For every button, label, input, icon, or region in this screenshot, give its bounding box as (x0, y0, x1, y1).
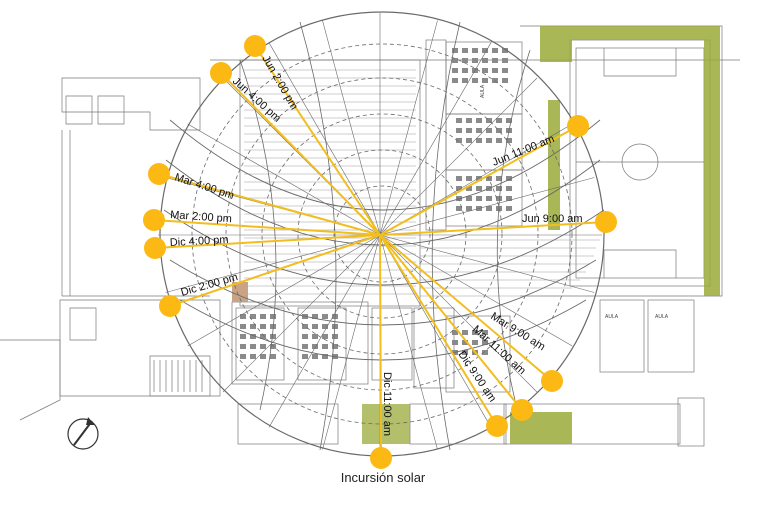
desk-grid (240, 48, 512, 359)
sun-path-chart (158, 11, 605, 457)
sun-dic-11am-icon (370, 447, 392, 469)
sun-mar-11am-icon (511, 399, 533, 421)
room-label: AULA (480, 84, 486, 98)
diagram-caption: Incursión solar (340, 470, 426, 485)
north-arrow-icon (67, 417, 99, 450)
ray-dic-11am (379, 234, 382, 459)
solar-rays (153, 45, 607, 459)
label-dic-2pm: Dic 2:00 pm (180, 271, 240, 299)
label-jun-9am: Jun 9:00 am (522, 213, 583, 225)
sun-dic-2pm-icon (159, 295, 181, 317)
sun-dic-9am-icon (486, 415, 508, 437)
sun-jun-4pm-icon (210, 62, 232, 84)
ray-dic-2pm (169, 234, 381, 307)
sun-dic-4pm-icon (144, 237, 166, 259)
ray-jun-11am (379, 125, 579, 236)
sun-jun-2pm-icon (244, 35, 266, 57)
sun-mar-9am-icon (541, 370, 563, 392)
ray-mar-11am (379, 234, 523, 411)
ray-mar-2pm (153, 219, 381, 236)
sun-positions (143, 35, 617, 469)
sun-mar-4pm-icon (148, 163, 170, 185)
sun-jun-9am-icon (595, 211, 617, 233)
ray-dic-9am (379, 234, 498, 427)
ray-dic-4pm (154, 234, 381, 249)
label-mar-2pm: Mar 2:00 pm (170, 209, 232, 225)
label-dic-4pm: Dic 4:00 pm (170, 234, 229, 249)
sun-mar-2pm-icon (143, 209, 165, 231)
room-labels: AULA AULA AULA (480, 84, 669, 320)
ray-mar-9am (379, 234, 553, 382)
ray-jun-9am (379, 221, 607, 236)
label-mar-4pm: Mar 4:00 pm (173, 171, 235, 201)
ray-mar-4pm (158, 173, 381, 236)
room-label: AULA (605, 314, 619, 320)
room-label: AULA (655, 314, 669, 320)
sun-jun-11am-icon (567, 115, 589, 137)
label-dic-11am: Dic 11:00 am (381, 372, 393, 436)
ray-jun-2pm (254, 45, 381, 236)
ray-jun-4pm (220, 72, 381, 236)
